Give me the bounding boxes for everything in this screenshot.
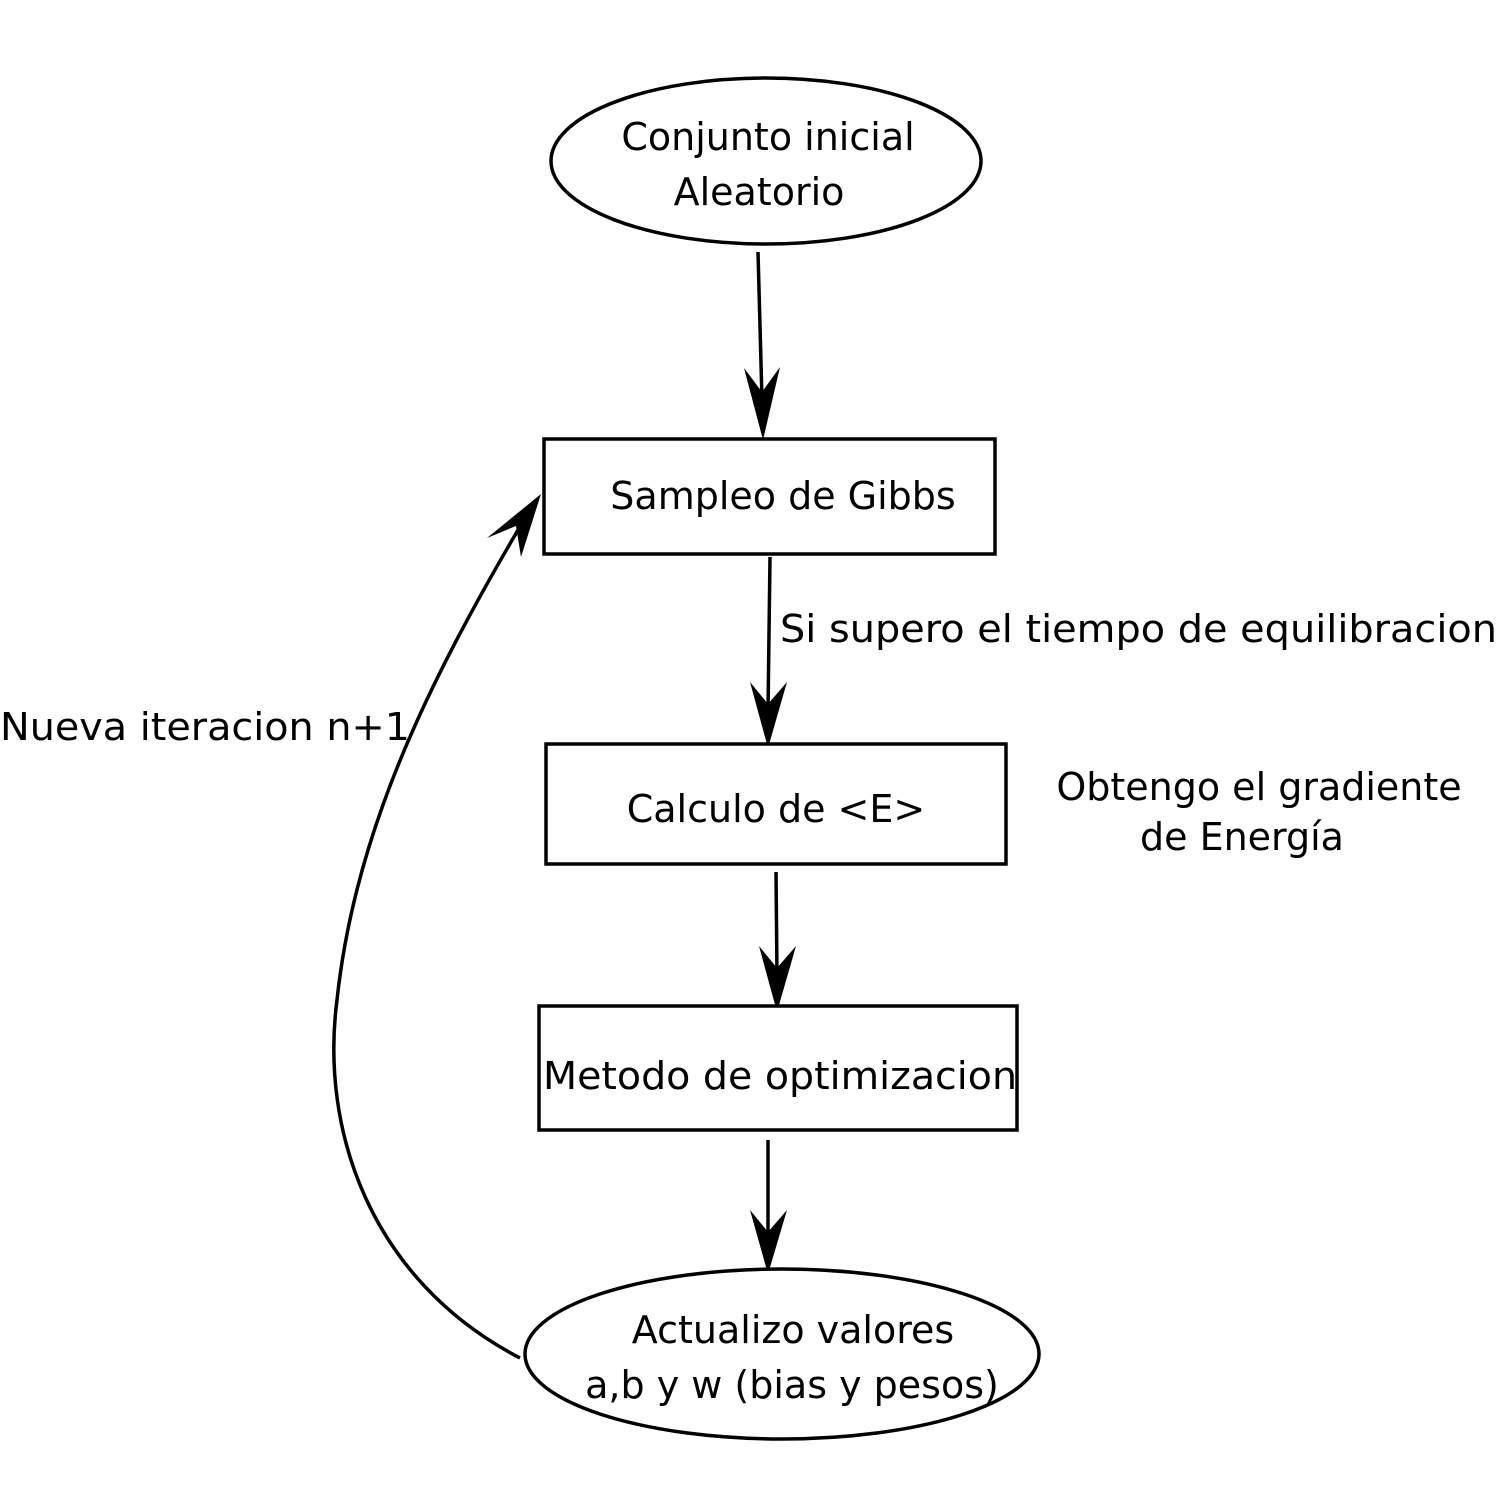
node-energy: Calculo de <E> [544, 742, 1008, 866]
start-label-line1: Conjunto inicial [621, 115, 914, 159]
gradient-annotation-line2: de Energía [1140, 815, 1344, 859]
edge-start-to-gibbs [744, 251, 780, 440]
energy-label: Calculo de <E> [627, 787, 926, 831]
gradient-annotation-line1: Obtengo el gradiente [1056, 765, 1461, 809]
gibbs-box [542, 437, 997, 556]
edge-energy-to-optimizer [759, 871, 796, 1012]
node-update: Actualizo valores a,b y w (bias y pesos) [523, 1267, 1041, 1441]
optimizer-box [537, 1004, 1019, 1132]
optimizer-label: Metodo de optimizacion [543, 1054, 1017, 1098]
update-label-line2: a,b y w (bias y pesos) [585, 1363, 999, 1407]
gradient-annotation: Obtengo el gradiente de Energía [1056, 765, 1461, 859]
start-ellipse [549, 76, 983, 246]
loop-annotation: Nueva iteracion n+1 [0, 705, 410, 749]
edge-optimizer-to-update [750, 1140, 787, 1274]
edge-loop-update-to-gibbs [332, 494, 541, 1360]
node-start: Conjunto inicial Aleatorio [549, 76, 983, 246]
gibbs-label: Sampleo de Gibbs [610, 474, 955, 518]
update-label-line1: Actualizo valores [632, 1308, 954, 1352]
node-gibbs: Sampleo de Gibbs [542, 437, 997, 556]
energy-box [544, 742, 1008, 866]
update-ellipse [523, 1267, 1041, 1441]
node-optimizer: Metodo de optimizacion [537, 1004, 1019, 1132]
start-label-line2: Aleatorio [674, 170, 845, 214]
edge-gibbs-to-energy [750, 556, 787, 748]
equilibration-annotation: Si supero el tiempo de equilibracion [780, 607, 1497, 651]
